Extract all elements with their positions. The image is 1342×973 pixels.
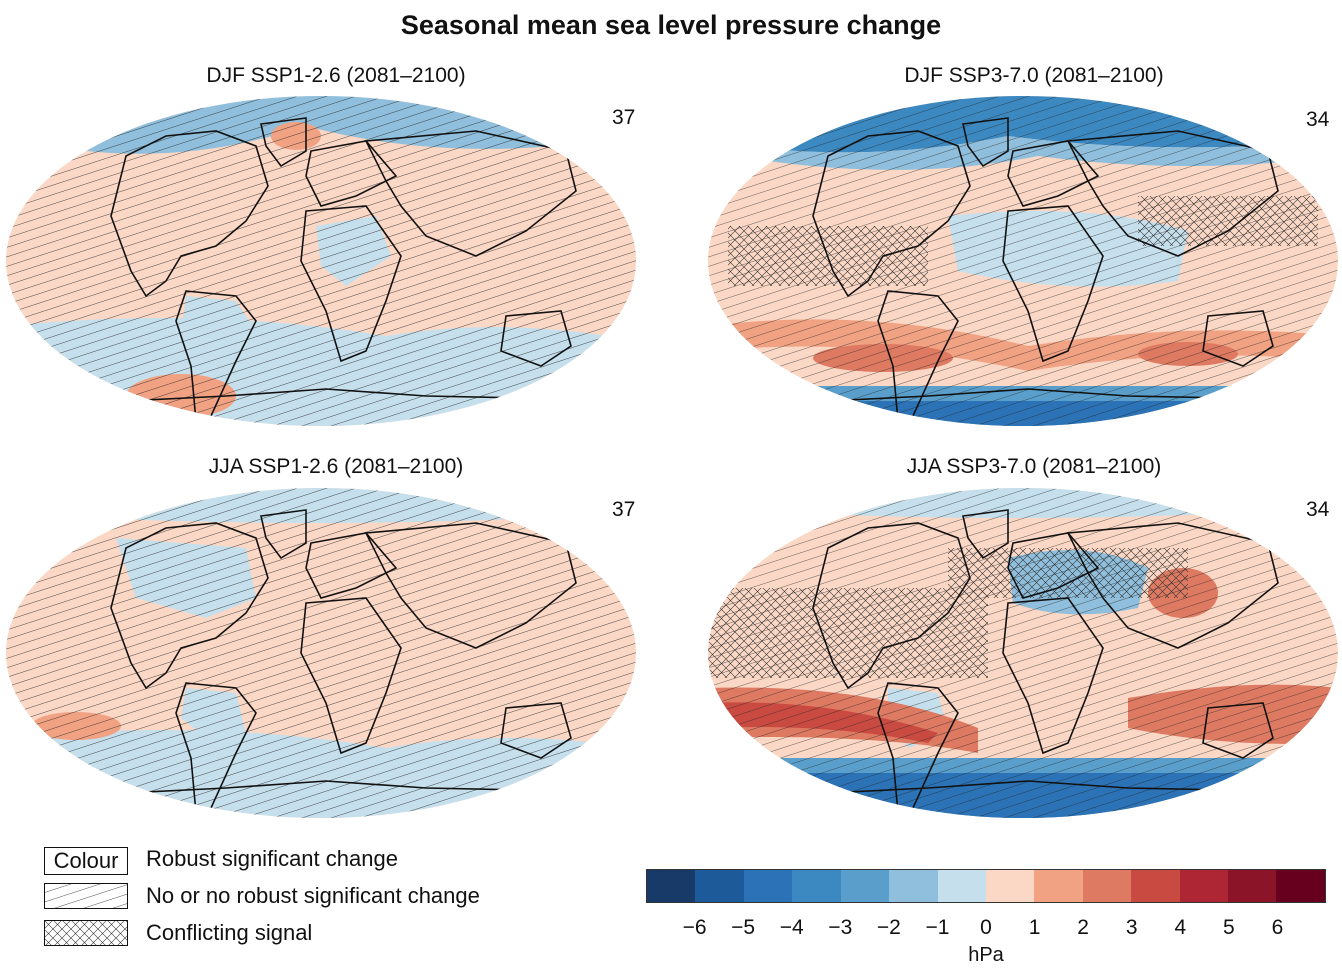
colorbar-bin-0 <box>647 870 696 902</box>
map-djf-ssp126 <box>6 96 636 426</box>
colorbar-bin-3 <box>792 870 841 902</box>
colorbar-tick: 2 <box>1077 916 1089 939</box>
model-count-jja-ssp126: 37 <box>612 498 636 521</box>
colorbar-tick: −4 <box>779 916 804 939</box>
colorbar-tick: −1 <box>925 916 950 939</box>
colorbar-bin-10 <box>1131 870 1180 902</box>
model-count-jja-ssp370: 34 <box>1306 498 1330 521</box>
colorbar-tick: 3 <box>1125 916 1138 939</box>
colorbar-tick: 5 <box>1223 916 1235 939</box>
colorbar-bin-9 <box>1082 870 1132 902</box>
colorbar-bin-13 <box>1276 870 1325 902</box>
colorbar-unit: hPa <box>968 944 1004 966</box>
colorbar-tick: 6 <box>1271 916 1284 939</box>
legend-robust-label: Robust significant change <box>146 846 398 871</box>
map-jja-ssp126 <box>6 488 636 818</box>
legend-hatch-swatch <box>44 883 128 909</box>
colorbar-bin-12 <box>1228 870 1277 902</box>
legend-conflicting-label: Conflicting signal <box>146 920 313 945</box>
legend-colour-swatch: Colour <box>44 847 128 875</box>
colorbar-bin-5 <box>889 870 938 902</box>
colorbar-bin-1 <box>695 870 744 902</box>
model-count-djf-ssp370: 34 <box>1306 108 1330 131</box>
colorbar-tick: 0 <box>980 916 992 939</box>
colorbar-tick: −2 <box>876 916 901 939</box>
colorbar-bin-7 <box>985 870 1035 902</box>
colorbar-tick: −6 <box>682 916 707 939</box>
map-djf-ssp370 <box>708 96 1338 426</box>
figure-title: Seasonal mean sea level pressure change <box>400 10 942 40</box>
colorbar-bin-6 <box>937 870 986 902</box>
colorbar-bin-4 <box>840 870 890 902</box>
colorbar <box>646 869 1326 903</box>
panel-title-jja-ssp370: JJA SSP3-7.0 (2081–2100) <box>906 455 1162 478</box>
panel-title-djf-ssp370: DJF SSP3-7.0 (2081–2100) <box>904 64 1164 87</box>
colorbar-bin-8 <box>1034 870 1083 902</box>
colorbar-tick: 1 <box>1028 916 1041 939</box>
panel-title-djf-ssp126: DJF SSP1-2.6 (2081–2100) <box>206 64 466 87</box>
model-count-djf-ssp126: 37 <box>612 106 636 129</box>
colorbar-tick: 4 <box>1174 916 1187 939</box>
colorbar-tick: −3 <box>828 916 853 939</box>
legend-no-robust-label: No or no robust significant change <box>146 883 480 908</box>
panel-title-jja-ssp126: JJA SSP1-2.6 (2081–2100) <box>208 455 464 478</box>
colorbar-tick: −5 <box>731 916 756 939</box>
legend-cross-swatch <box>44 920 128 946</box>
map-jja-ssp370 <box>708 488 1338 818</box>
colorbar-bin-11 <box>1179 870 1229 902</box>
colorbar-bin-2 <box>743 870 793 902</box>
